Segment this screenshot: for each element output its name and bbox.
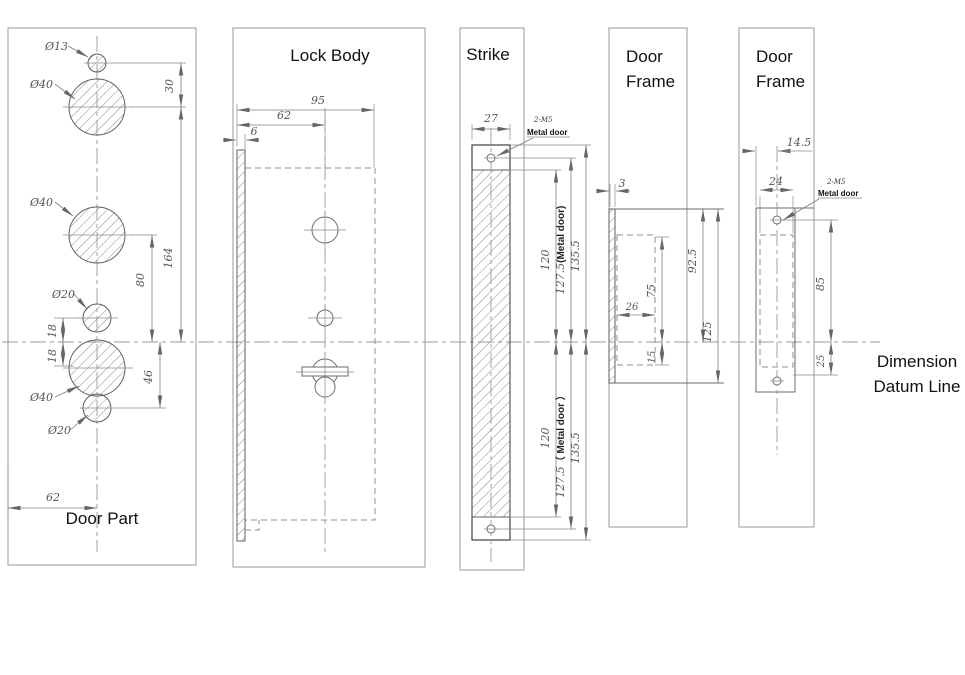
dim-135-upper: 135.5 bbox=[569, 240, 582, 272]
strike-note-2m5: 2-M5 bbox=[533, 116, 553, 124]
strike-recess-outline bbox=[755, 207, 796, 393]
door-frame-b-screw-note: 2-M5 Metal door bbox=[782, 178, 862, 221]
dimension-datum-line: Dimension Datum Line bbox=[2, 341, 961, 396]
label-d40-top: Ø40 bbox=[29, 78, 53, 91]
dim-25: 25 bbox=[816, 355, 827, 369]
dim-127-lower: 127.5（ Metal door ） bbox=[554, 390, 567, 498]
door-part-diameter-leaders bbox=[54, 45, 89, 431]
strike-border bbox=[459, 27, 525, 571]
dim-127-upper-note: (Metal door) bbox=[556, 206, 567, 263]
frame-note-metal-door: Metal door bbox=[818, 189, 858, 198]
door-frame-b-title1: Door bbox=[756, 47, 793, 66]
dim-6: 6 bbox=[251, 125, 258, 138]
dim-46: 46 bbox=[142, 370, 155, 385]
dim-26: 26 bbox=[625, 302, 639, 313]
dim-127-upper: 127.5(Metal door) bbox=[554, 206, 567, 295]
lock-body-dimensions bbox=[223, 104, 375, 168]
door-frame-a-title1: Door bbox=[626, 47, 663, 66]
dim-92-5: 92.5 bbox=[686, 249, 699, 274]
label-d20-key: Ø20 bbox=[47, 424, 71, 437]
door-part-title: Door Part bbox=[66, 509, 139, 528]
dim-75: 75 bbox=[645, 284, 658, 298]
door-frame-a-title2: Frame bbox=[626, 72, 675, 91]
door-frame-a-panel: Door Frame 3 26 75 15 92.5 125 bbox=[596, 27, 724, 528]
dim-85: 85 bbox=[814, 277, 827, 291]
dim-14-5: 14.5 bbox=[787, 136, 812, 149]
strike-screw-note: 2-M5 Metal door bbox=[496, 116, 570, 157]
strike-note-metal-door: Metal door bbox=[527, 128, 567, 137]
dim-15: 15 bbox=[647, 351, 658, 364]
door-frame-b-title2: Frame bbox=[756, 72, 805, 91]
dim-24: 24 bbox=[768, 175, 783, 188]
dim-18-lower: 18 bbox=[46, 349, 59, 363]
dim-164: 164 bbox=[162, 248, 175, 269]
dim-120-lower: 120 bbox=[539, 428, 552, 449]
lock-body-case bbox=[244, 167, 376, 521]
lock-body-holes bbox=[296, 210, 354, 398]
label-d20: Ø20 bbox=[51, 288, 75, 301]
dim-127-upper-num: 127.5 bbox=[554, 263, 567, 295]
frame-b-pocket-hatch bbox=[759, 234, 794, 368]
strike-title: Strike bbox=[466, 45, 509, 64]
lock-body-border bbox=[232, 27, 426, 568]
lock-body-title: Lock Body bbox=[290, 46, 370, 65]
door-part-centermarks bbox=[63, 62, 133, 409]
door-frame-b-panel: Door Frame 14.5 24 85 25 2-M5 Metal door bbox=[738, 27, 862, 528]
dim-3: 3 bbox=[619, 177, 626, 190]
label-d40-key: Ø40 bbox=[29, 391, 53, 404]
datum-label-line1: Dimension bbox=[877, 352, 957, 371]
frame-pocket-hatch bbox=[616, 234, 656, 366]
dim-30: 30 bbox=[163, 79, 176, 93]
lock-body-step bbox=[245, 520, 260, 531]
dim-135-lower: 135.5 bbox=[569, 432, 582, 464]
label-d13: Ø13 bbox=[44, 40, 68, 53]
datum-label-line2: Datum Line bbox=[874, 377, 961, 396]
dim-27: 27 bbox=[483, 112, 498, 125]
lock-body-panel: Lock Body 95 62 6 bbox=[223, 27, 426, 568]
strike-dimensions bbox=[471, 124, 591, 541]
door-part-border bbox=[7, 27, 197, 566]
dim-95: 95 bbox=[311, 94, 325, 107]
label-d40-mid: Ø40 bbox=[29, 196, 53, 209]
door-frame-a-dimensions bbox=[596, 184, 721, 383]
dim-18-upper: 18 bbox=[46, 324, 59, 338]
door-part-panel: 30 164 80 18 18 46 62 Ø13 Ø40 Ø40 Ø20 Ø4… bbox=[7, 27, 197, 566]
strike-panel: Strike 27 120 127.5(Metal door) 135.5 12… bbox=[459, 27, 591, 571]
door-frame-b-border bbox=[738, 27, 815, 528]
frame-lip-hatch bbox=[608, 208, 616, 384]
door-part-dimensions bbox=[7, 62, 186, 515]
dim-120-upper: 120 bbox=[539, 250, 552, 271]
lock-body-faceplate bbox=[236, 149, 246, 542]
door-frame-a-border bbox=[608, 27, 688, 528]
door-frame-b-dimensions bbox=[742, 146, 838, 376]
dim-80: 80 bbox=[134, 273, 147, 287]
dim-127-lower-note: （ Metal door ） bbox=[554, 390, 567, 466]
dim-62: 62 bbox=[277, 109, 291, 122]
frame-note-2m5: 2-M5 bbox=[826, 178, 846, 186]
dim-127-lower-num: 127.5 bbox=[554, 466, 567, 498]
dim-125: 125 bbox=[701, 322, 714, 343]
door-part-holes bbox=[68, 53, 126, 423]
dim-62-bottom: 62 bbox=[46, 491, 60, 504]
